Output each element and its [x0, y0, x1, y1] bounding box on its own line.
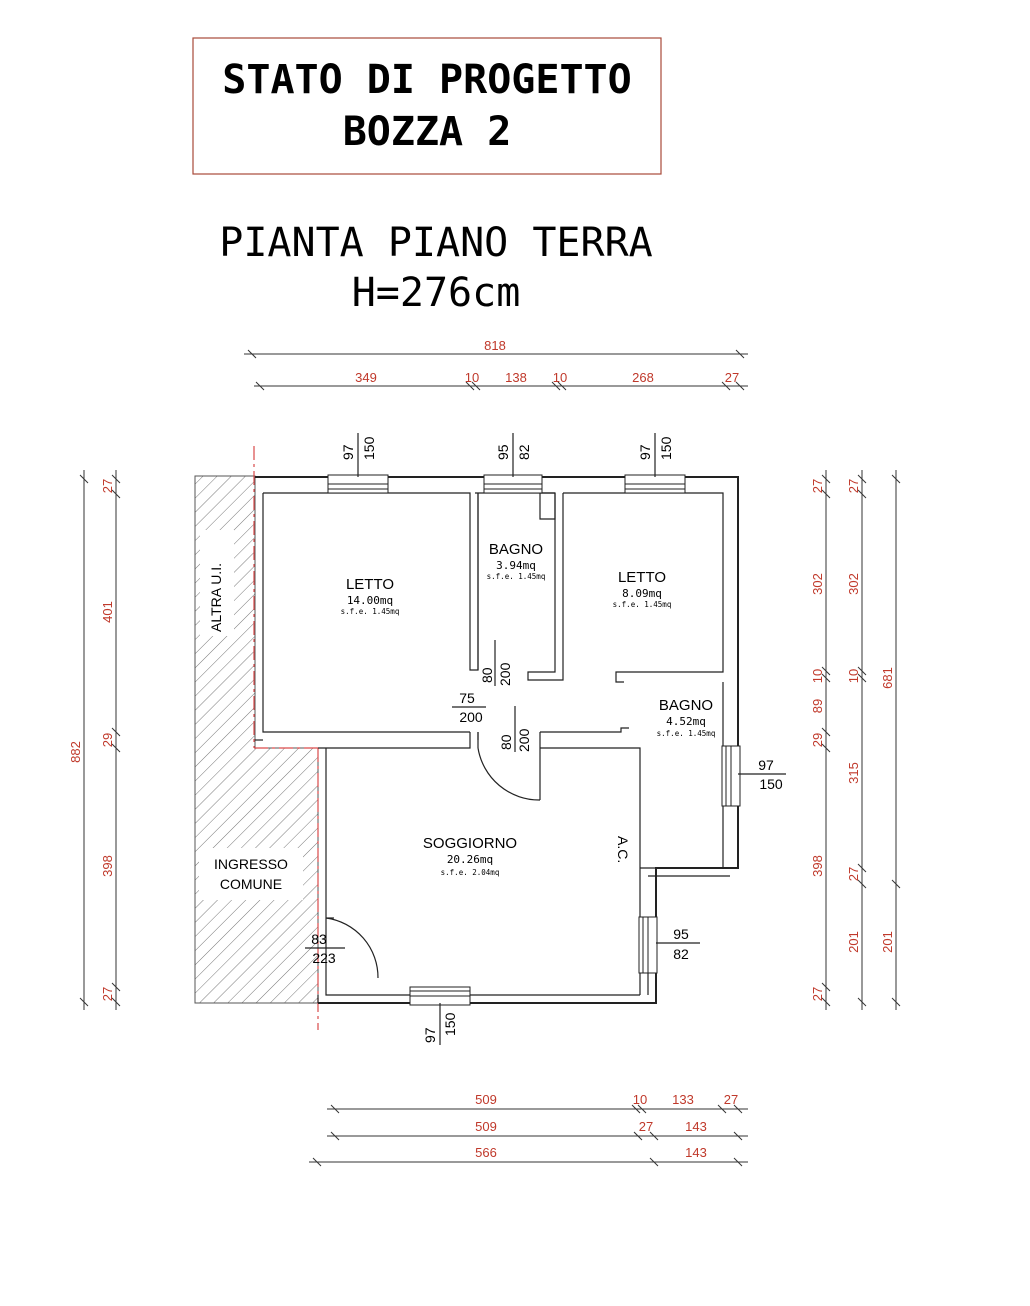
room-bagno2-name: BAGNO: [659, 697, 713, 714]
dim-b3-143: 143: [685, 1145, 707, 1160]
dim-left-29: 29: [100, 733, 115, 747]
stamp-line-1: STATO DI PROGETTO: [222, 57, 631, 103]
right-dimensions: 27 302 10 89 29 398 27 27 302 10 315 27 …: [810, 470, 901, 1010]
dim-left-27a: 27: [100, 479, 115, 493]
opening-labels: 97 150 95 82 97 150 80 200 75 200 80 200…: [305, 433, 786, 1045]
win-right-w: 97: [758, 757, 774, 773]
altra-label-bg: [200, 530, 234, 636]
dim-b3-566: 566: [475, 1145, 497, 1160]
dim-r1-398: 398: [810, 855, 825, 877]
dim-top-138: 138: [505, 370, 527, 385]
dim-top-10b: 10: [553, 370, 567, 385]
win-top-left-h: 150: [361, 436, 377, 460]
win-right-low-h: 82: [673, 946, 689, 962]
dim-b2-509: 509: [475, 1119, 497, 1134]
dim-r1-27a: 27: [810, 479, 825, 493]
dim-left-total: 882: [68, 741, 83, 763]
win-right-low-w: 95: [673, 926, 689, 942]
dim-r2-315: 315: [846, 762, 861, 784]
ingresso-label-2: COMUNE: [220, 876, 282, 892]
dim-left-27b: 27: [100, 987, 115, 1001]
room-letto1-sfe: s.f.e. 1.45mq: [341, 607, 400, 616]
dim-top-total: 818: [484, 338, 506, 353]
room-letto2-sfe: s.f.e. 1.45mq: [613, 600, 672, 609]
dim-b2-27: 27: [639, 1119, 653, 1134]
win-top-mid-h: 82: [516, 444, 532, 460]
dim-r3-201: 201: [880, 931, 895, 953]
win-top-mid-w: 95: [495, 444, 511, 460]
win-bottom-h: 150: [442, 1012, 458, 1036]
entrance-h: 223: [312, 950, 336, 966]
dim-top-268: 268: [632, 370, 654, 385]
door-bagno-w: 80: [479, 667, 495, 683]
dim-r1-29: 29: [810, 733, 825, 747]
room-bagno1-sfe: s.f.e. 1.45mq: [487, 572, 546, 581]
dim-r2-10: 10: [846, 669, 861, 683]
dim-b1-27: 27: [724, 1092, 738, 1107]
win-top-right-w: 97: [637, 444, 653, 460]
win-top-right-h: 150: [658, 436, 674, 460]
dim-b1-133: 133: [672, 1092, 694, 1107]
entrance-w: 83: [311, 931, 327, 947]
dim-left-398: 398: [100, 855, 115, 877]
altra-ui-label: ALTRA U.I.: [208, 563, 224, 632]
door-soggiorno-h: 200: [516, 728, 532, 752]
stamp-line-2: BOZZA 2: [343, 109, 512, 155]
dim-b1-10: 10: [633, 1092, 647, 1107]
dim-left-401: 401: [100, 601, 115, 623]
room-bagno2-sfe: s.f.e. 1.45mq: [657, 729, 716, 738]
dim-r2-27a: 27: [846, 479, 861, 493]
dim-r2-201: 201: [846, 931, 861, 953]
dim-r2-27b: 27: [846, 867, 861, 881]
door-letto-h: 200: [459, 709, 483, 725]
dim-r1-27b: 27: [810, 987, 825, 1001]
room-soggiorno-name: SOGGIORNO: [423, 835, 517, 852]
bottom-dimensions: 509 10 133 27 509 27 143 566 143: [309, 1092, 748, 1167]
door-bagno-h: 200: [497, 662, 513, 686]
stamp-box: [192, 37, 662, 175]
door-letto-w: 75: [459, 690, 475, 706]
room-soggiorno-area: 20.26mq: [447, 853, 493, 866]
dim-top-27: 27: [725, 370, 739, 385]
doors: [325, 732, 541, 979]
dim-top-10a: 10: [465, 370, 479, 385]
room-letto2-name: LETTO: [618, 569, 666, 586]
left-dimensions: 882 27 401 29 398 27: [68, 470, 121, 1010]
win-right-h: 150: [759, 776, 783, 792]
win-top-left-w: 97: [340, 444, 356, 460]
walls: [255, 476, 739, 1004]
room-soggiorno-sfe: s.f.e. 2.04mq: [441, 868, 500, 877]
room-bagno2-area: 4.52mq: [666, 715, 706, 728]
win-bottom-w: 97: [422, 1027, 438, 1043]
dim-r3-681: 681: [880, 667, 895, 689]
dim-top-349: 349: [355, 370, 377, 385]
room-labels: LETTO 14.00mq s.f.e. 1.45mq BAGNO 3.94mq…: [208, 541, 715, 892]
dim-b1-509: 509: [475, 1092, 497, 1107]
room-letto1-area: 14.00mq: [347, 594, 393, 607]
room-bagno1-name: BAGNO: [489, 541, 543, 558]
plan-height: H=276cm: [352, 270, 521, 316]
door-soggiorno-w: 80: [498, 734, 514, 750]
dim-r1-10: 10: [810, 669, 825, 683]
dim-r2-302: 302: [846, 573, 861, 595]
room-letto2-area: 8.09mq: [622, 587, 662, 600]
ingresso-label-bg: [199, 848, 303, 900]
windows: [327, 474, 741, 1006]
ac-label: A.C.: [615, 836, 631, 863]
room-letto1-name: LETTO: [346, 576, 394, 593]
top-dimensions: 818 349 10 138 10 268 27: [244, 338, 748, 391]
room-bagno1-area: 3.94mq: [496, 559, 536, 572]
ingresso-label-1: INGRESSO: [214, 856, 288, 872]
dim-r1-302: 302: [810, 573, 825, 595]
dim-r1-89: 89: [810, 699, 825, 713]
dim-b2-143: 143: [685, 1119, 707, 1134]
plan-title: PIANTA PIANO TERRA: [219, 220, 652, 266]
